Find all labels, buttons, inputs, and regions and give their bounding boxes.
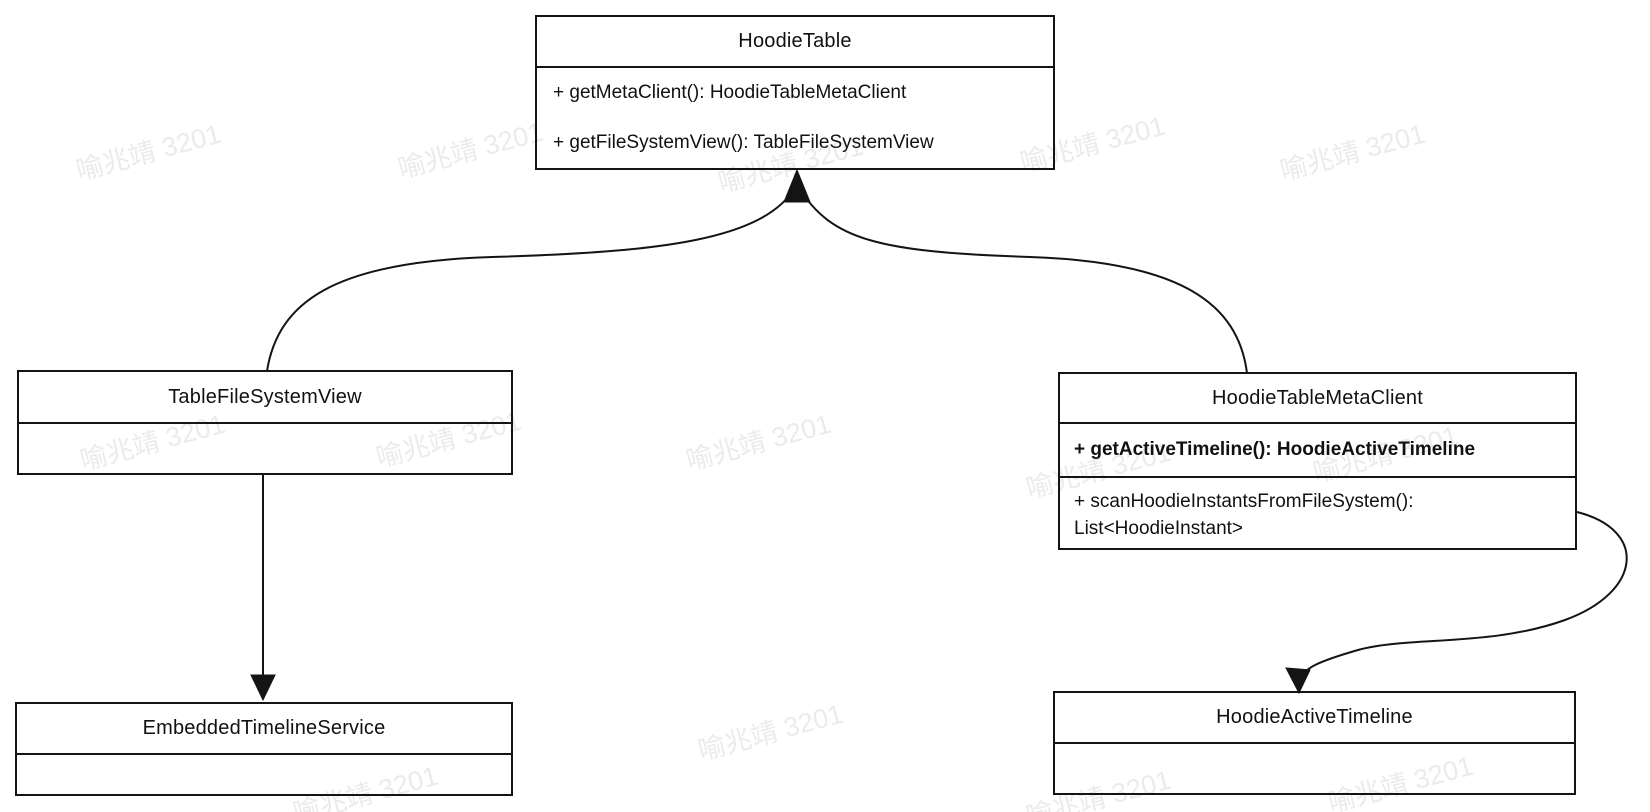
arrowhead-down-hoodieactivetimeline [1285,667,1311,695]
method-getfilesystemview: + getFileSystemView(): TableFileSystemVi… [553,132,934,153]
class-hoodietablemetaclient: HoodieTableMetaClient + getActiveTimelin… [1058,372,1577,550]
class-hoodieactivetimeline: HoodieActiveTimeline [1053,691,1576,795]
class-hoodietable: HoodieTable + getMetaClient(): HoodieTab… [535,15,1055,170]
arrowhead-down-embeddedtimelineservice [250,674,276,702]
watermark: 喻兆靖 3201 [73,118,225,187]
method-getmetaclient: + getMetaClient(): HoodieTableMetaClient [553,82,907,103]
method-scanhoodieinstantsfromfilesystem: + scanHoodieInstantsFromFileSystem(): Li… [1074,491,1414,539]
class-tablefilesystemview-body [19,424,511,473]
watermark: 喻兆靖 3201 [683,408,835,477]
class-hoodietable-title: HoodieTable [537,17,1053,68]
class-hoodietable-methods: + getMetaClient(): HoodieTableMetaClient… [537,68,1053,168]
watermark: 喻兆靖 3201 [395,116,547,185]
class-hoodieactivetimeline-body [1055,744,1574,793]
class-embeddedtimelineservice-body [17,755,511,794]
method-getactivetimeline: + getActiveTimeline(): HoodieActiveTimel… [1060,424,1575,478]
class-tablefilesystemview: TableFileSystemView [17,370,513,475]
class-embeddedtimelineservice-title: EmbeddedTimelineService [17,704,511,755]
class-tablefilesystemview-title: TableFileSystemView [19,372,511,424]
class-embeddedtimelineservice: EmbeddedTimelineService [15,702,513,796]
class-hoodieactivetimeline-title: HoodieActiveTimeline [1055,693,1574,744]
watermark: 喻兆靖 3201 [695,698,847,767]
arrowhead-up-hoodietable [783,168,811,203]
edge-hoodietablemetaclient-to-hoodietable [798,187,1248,374]
edge-tablefilesystemview-to-hoodietable [266,187,796,372]
class-hoodietablemetaclient-title: HoodieTableMetaClient [1060,374,1575,424]
watermark: 喻兆靖 3201 [1277,118,1429,187]
